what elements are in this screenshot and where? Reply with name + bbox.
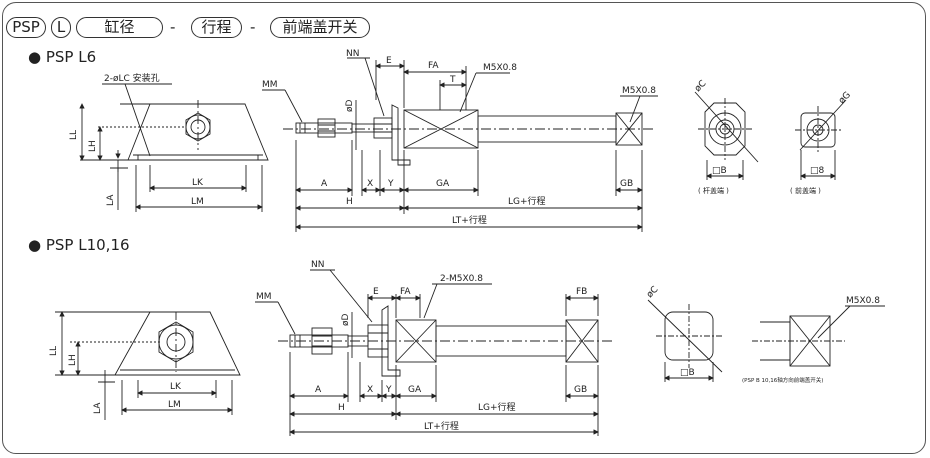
c-label-b: øC xyxy=(645,285,660,300)
port-label-front: M5X0.8 xyxy=(483,63,517,73)
x-label: X xyxy=(367,179,373,189)
style-code-box: L xyxy=(51,17,71,38)
lh-label: LH xyxy=(88,140,98,152)
nn-label-b: NN xyxy=(311,260,324,270)
a-label-b: A xyxy=(315,385,322,395)
fa-label: FA xyxy=(428,61,439,71)
y-label-b: Y xyxy=(385,385,392,395)
end-view-l10 xyxy=(647,299,723,382)
port-label-rear: M5X0.8 xyxy=(622,86,656,96)
y-label: Y xyxy=(387,179,394,189)
side-port-view xyxy=(752,305,885,367)
g-label: øG xyxy=(837,90,853,106)
gb-label-b: GB xyxy=(574,385,587,395)
ll-label-b: LL xyxy=(49,346,59,356)
lh-label-b: LH xyxy=(68,354,78,366)
ga-label-b: GA xyxy=(408,385,422,395)
front-end-view xyxy=(795,99,847,180)
lm-label: LM xyxy=(191,197,204,207)
h-label: H xyxy=(346,197,353,207)
lm-label-b: LM xyxy=(168,400,181,410)
e-label-b: E xyxy=(373,287,379,297)
lt-label: LT+行程 xyxy=(452,214,487,226)
b8-label: □8 xyxy=(810,166,825,176)
cylinder-l6 xyxy=(283,104,655,166)
section-title-l6-text: PSP L6 xyxy=(45,48,97,66)
d-label: øD xyxy=(345,99,355,112)
stroke-box: 行程 xyxy=(191,17,242,38)
x-label-b: X xyxy=(367,385,373,395)
front-end-caption: ( 前盖端 ) xyxy=(790,186,821,195)
b-label-b: □B xyxy=(680,368,695,378)
ga-label: GA xyxy=(436,179,450,189)
separator-dash: - xyxy=(250,18,256,36)
mm-label-b: MM xyxy=(256,292,272,302)
e-label: E xyxy=(386,56,392,66)
h-label-b: H xyxy=(338,403,345,413)
la-label: LA xyxy=(106,194,116,206)
lk-label: LK xyxy=(192,178,204,188)
side-note-b: (PSP B 10,16轴方向前端盖开关) xyxy=(742,376,823,384)
port-side-label-b: M5X0.8 xyxy=(846,296,880,306)
nn-label: NN xyxy=(346,49,359,59)
section-title-l10-text: PSP L10,16 xyxy=(45,236,130,254)
rod-end-caption: ( 杆盖端 ) xyxy=(698,186,729,195)
foot-bracket-l6 xyxy=(127,100,269,161)
la-label-b: LA xyxy=(93,402,103,414)
bore-box: 缸径 xyxy=(76,17,163,38)
section-title-l10: ● PSP L10,16 xyxy=(28,236,130,254)
ll-label: LL xyxy=(69,130,79,140)
port-label-b: 2-M5X0.8 xyxy=(440,274,483,284)
hole-label: 2-øLC 安装孔 xyxy=(104,72,160,84)
mm-label: MM xyxy=(262,80,278,90)
separator-dash: - xyxy=(170,18,176,36)
b-label: □B xyxy=(712,166,727,176)
cylinder-l10 xyxy=(278,305,612,377)
a-label: A xyxy=(321,179,328,189)
d-label-b: øD xyxy=(341,313,351,326)
section-title-l6: ● PSP L6 xyxy=(28,48,97,66)
rod-end-view xyxy=(694,91,759,180)
lt-label-b: LT+行程 xyxy=(424,420,459,432)
fa-label-b: FA xyxy=(400,287,411,297)
fb-label-b: FB xyxy=(576,287,587,297)
t-label: T xyxy=(449,75,456,85)
series-code-box: PSP xyxy=(6,17,46,38)
foot-bracket-l10 xyxy=(114,311,241,376)
switch-box: 前端盖开关 xyxy=(270,17,370,38)
lg-label: LG+行程 xyxy=(508,195,546,207)
lk-label-b: LK xyxy=(170,382,182,392)
lg-label-b: LG+行程 xyxy=(478,401,516,413)
gb-label: GB xyxy=(620,179,633,189)
